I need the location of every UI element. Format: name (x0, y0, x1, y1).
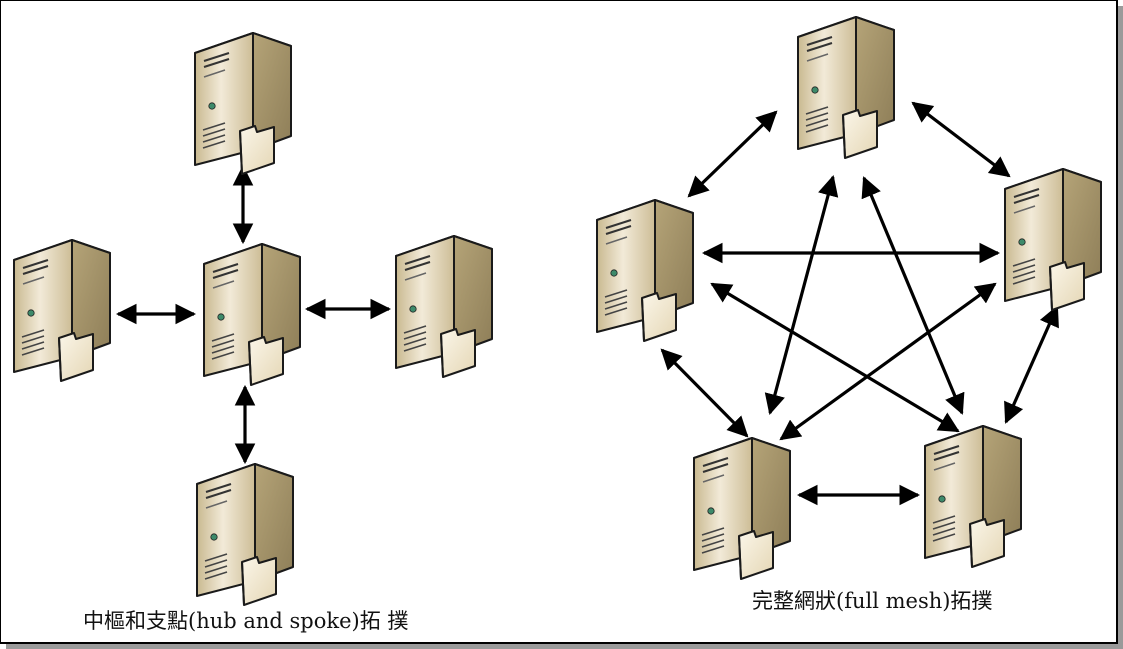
link-top-right (911, 101, 1011, 178)
link-top-bottomleft (764, 174, 839, 416)
link-right-bottomright (1004, 305, 1059, 424)
frame-border (0, 0, 1117, 1)
server-icon (13, 239, 111, 382)
server-icon (196, 463, 294, 606)
hub-spoke-links (115, 164, 392, 465)
server-icon (1004, 168, 1102, 311)
server-icon (395, 235, 493, 378)
server-icon (693, 437, 791, 580)
frame-border (1116, 0, 1118, 643)
hub-and-spoke-caption: 中樞和支點(hub and spoke)拓 撲 (83, 609, 409, 633)
frame-shadow (6, 644, 1123, 649)
link-top-bottomright (861, 176, 965, 415)
server-icon (203, 243, 301, 386)
server-icon (797, 16, 895, 159)
hub-and-spoke-diagram (13, 32, 493, 606)
full-mesh-links (660, 101, 1059, 506)
full-mesh-diagram (596, 16, 1102, 580)
link-top-left (687, 110, 778, 198)
server-icon (924, 425, 1022, 568)
full-mesh-caption: 完整網狀(full mesh)拓撲 (752, 589, 993, 613)
server-icon (194, 32, 292, 175)
frame-shadow (1118, 6, 1123, 649)
frame-border (0, 0, 1, 643)
link-right-bottomleft (779, 282, 997, 441)
link-left-bottomleft (660, 348, 749, 438)
server-icon (596, 199, 694, 342)
link-left-bottomright (710, 282, 960, 433)
frame-border (0, 642, 1118, 644)
